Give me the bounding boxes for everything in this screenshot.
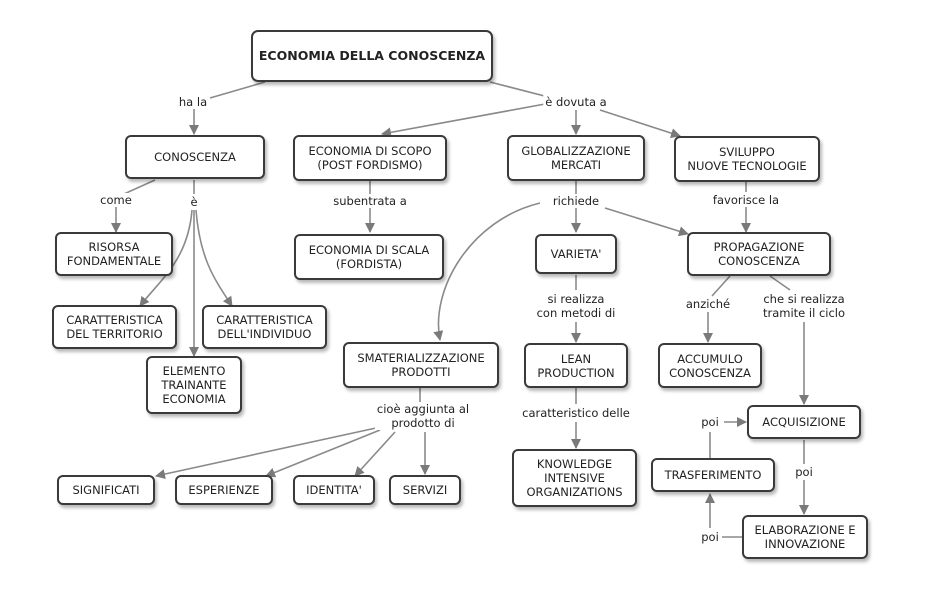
link-label-caratteristico-delle: caratteristico delle [520, 406, 632, 420]
link-line [604, 207, 689, 237]
link-line [209, 81, 266, 99]
node-elemento-trainante-economia[interactable]: ELEMENTO TRAINANTE ECONOMIA [146, 356, 242, 414]
node-globalizzazione-mercati[interactable]: GLOBALIZZAZIONE MERCATI [507, 135, 645, 181]
link-label-cioe-aggiunta: cioè aggiunta al prodotto di [374, 402, 472, 430]
link-line [265, 429, 381, 478]
link-line [354, 431, 396, 477]
link-label-poi-trasferimento: poi [699, 530, 721, 544]
node-economia-di-scala[interactable]: ECONOMIA DI SCALA (FORDISTA) [294, 234, 444, 280]
node-conoscenza[interactable]: CONOSCENZA [125, 135, 265, 179]
link-label-e-dovuta-a: è dovuta a [543, 95, 609, 109]
link-line [711, 275, 731, 297]
link-label-ciclo: che si realizza tramite il ciclo [760, 292, 848, 320]
link-label-si-realizza: si realizza con metodi di [534, 292, 618, 320]
link-label-e: è [188, 195, 200, 209]
node-caratteristica-individuo[interactable]: CARATTERISTICA DELL'INDIVIDUO [202, 305, 327, 349]
node-caratteristica-territorio[interactable]: CARATTERISTICA DEL TERRITORIO [52, 305, 177, 349]
node-accumulo-conoscenza[interactable]: ACCUMULO CONOSCENZA [658, 343, 762, 388]
node-trasferimento[interactable]: TRASFERIMENTO [651, 458, 775, 492]
node-esperienze[interactable]: ESPERIENZE [175, 475, 273, 505]
node-economia-di-scopo[interactable]: ECONOMIA DI SCOPO (POST FORDISMO) [293, 135, 447, 181]
node-lean-production[interactable]: LEAN PRODUCTION [524, 343, 628, 388]
node-propagazione-conoscenza[interactable]: PROPAGAZIONE CONOSCENZA [687, 232, 831, 276]
node-knowledge-intensive-organizations[interactable]: KNOWLEDGE INTENSIVE ORGANIZATIONS [512, 449, 637, 507]
link-line [155, 427, 377, 479]
link-line [599, 109, 681, 138]
node-risorsa-fondamentale[interactable]: RISORSA FONDAMENTALE [55, 232, 173, 276]
link-line [769, 275, 791, 291]
link-label-come: come [98, 193, 134, 207]
link-line [433, 202, 541, 341]
node-smaterializzazione-prodotti[interactable]: SMATERIALIZZAZIONE PRODOTTI [343, 342, 499, 388]
node-servizi[interactable]: SERVIZI [389, 475, 461, 505]
link-line [123, 179, 156, 195]
node-acquisizione[interactable]: ACQUISIZIONE [747, 405, 861, 439]
link-label-poi-elaborazione: poi [793, 465, 815, 479]
node-elaborazione-innovazione[interactable]: ELABORAZIONE E INNOVAZIONE [742, 515, 868, 559]
node-economia-della-conoscenza[interactable]: ECONOMIA DELLA CONOSCENZA [251, 30, 493, 82]
link-label-favorisce-la: favorisce la [710, 193, 782, 207]
node-sviluppo-nuove-tecnologie[interactable]: SVILUPPO NUOVE TECNOLOGIE [674, 136, 820, 182]
link-label-richiede: richiede [550, 194, 602, 208]
node-varieta[interactable]: VARIETA' [535, 234, 617, 274]
node-significati[interactable]: SIGNIFICATI [57, 475, 155, 505]
node-identita[interactable]: IDENTITA' [293, 475, 375, 505]
link-line [381, 103, 546, 138]
link-line [195, 209, 233, 307]
link-label-subentrata-a: subentrata a [331, 194, 409, 208]
link-label-anziche: anziché [683, 297, 733, 311]
link-label-poi-acquisizione: poi [699, 415, 721, 429]
link-label-ha-la: ha la [176, 95, 210, 109]
